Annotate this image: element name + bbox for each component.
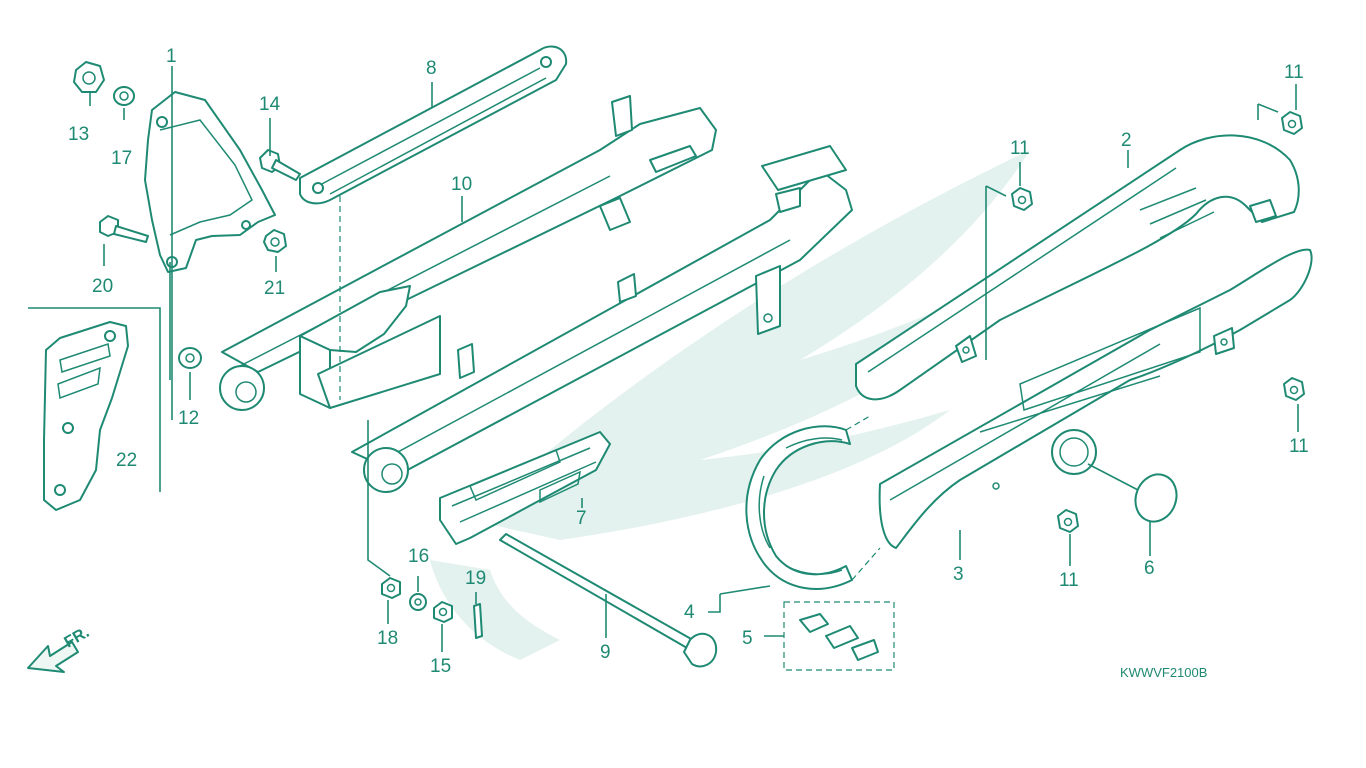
callout-2: 2 bbox=[1121, 130, 1132, 151]
part-9-axle-bolt[interactable] bbox=[499, 533, 718, 668]
callout-9: 9 bbox=[600, 642, 611, 663]
callout-17: 17 bbox=[111, 148, 132, 169]
part-11-bolt-a[interactable] bbox=[1281, 111, 1303, 135]
part-22-plate[interactable] bbox=[43, 321, 129, 511]
part-4-drive-chain[interactable] bbox=[745, 415, 881, 590]
callout-5: 5 bbox=[742, 628, 753, 649]
part-12-washer[interactable] bbox=[178, 347, 202, 369]
inset-box-frame bbox=[28, 307, 161, 492]
leader-lines bbox=[89, 66, 1299, 652]
callout-18: 18 bbox=[377, 628, 398, 649]
part-7-chain-slider[interactable] bbox=[439, 431, 611, 545]
callout-11-upper-mid: 11 bbox=[1010, 138, 1030, 159]
part-14-bolt[interactable] bbox=[259, 149, 301, 181]
callout-22: 22 bbox=[116, 450, 137, 471]
part-17-washer[interactable] bbox=[113, 86, 135, 106]
part-20-bolt[interactable] bbox=[99, 215, 149, 243]
part-2-upper-chain-case[interactable] bbox=[855, 134, 1300, 401]
callout-15: 15 bbox=[430, 656, 451, 677]
diagram-code: KWWVF2100B bbox=[1120, 665, 1207, 680]
callout-16: 16 bbox=[408, 546, 429, 567]
part-5-chain-joint[interactable] bbox=[783, 601, 895, 671]
callout-12: 12 bbox=[178, 408, 199, 429]
part-10-swingarm[interactable] bbox=[219, 95, 853, 493]
callout-11-top-right: 11 bbox=[1284, 62, 1304, 83]
part-1-bracket[interactable] bbox=[144, 91, 276, 273]
callout-13: 13 bbox=[68, 124, 89, 145]
callout-11-right: 11 bbox=[1289, 436, 1309, 457]
callout-7: 7 bbox=[576, 508, 587, 529]
callout-8: 8 bbox=[426, 58, 437, 79]
callout-1: 1 bbox=[166, 46, 177, 67]
front-direction-arrow: FR. bbox=[27, 624, 92, 673]
part-16-washer[interactable] bbox=[409, 593, 427, 611]
callout-4: 4 bbox=[684, 602, 695, 623]
callout-11-lower: 11 bbox=[1059, 570, 1079, 591]
callout-21: 21 bbox=[264, 278, 285, 299]
part-15-nut[interactable] bbox=[433, 601, 453, 623]
part-8-strap[interactable] bbox=[299, 45, 568, 205]
part-13-nut[interactable] bbox=[73, 61, 105, 93]
callout-6: 6 bbox=[1144, 558, 1155, 579]
callout-10: 10 bbox=[451, 174, 472, 195]
part-18-nut[interactable] bbox=[381, 577, 401, 599]
part-3-lower-chain-case[interactable] bbox=[878, 248, 1313, 549]
part-21-nut[interactable] bbox=[263, 229, 287, 253]
callout-20: 20 bbox=[92, 276, 113, 297]
part-6-cap[interactable] bbox=[1129, 469, 1183, 528]
part-19-cotter-pin[interactable] bbox=[473, 603, 483, 639]
callout-14: 14 bbox=[259, 94, 281, 115]
part-11-bolt-b[interactable] bbox=[1011, 187, 1033, 211]
part-11-bolt-c[interactable] bbox=[1283, 377, 1305, 401]
callout-labels: 1 2 3 4 5 6 7 8 9 10 11 11 11 11 12 13 1… bbox=[68, 46, 1309, 677]
callout-19: 19 bbox=[465, 568, 486, 589]
callout-3: 3 bbox=[953, 564, 964, 585]
part-11-bolt-d[interactable] bbox=[1057, 509, 1079, 533]
